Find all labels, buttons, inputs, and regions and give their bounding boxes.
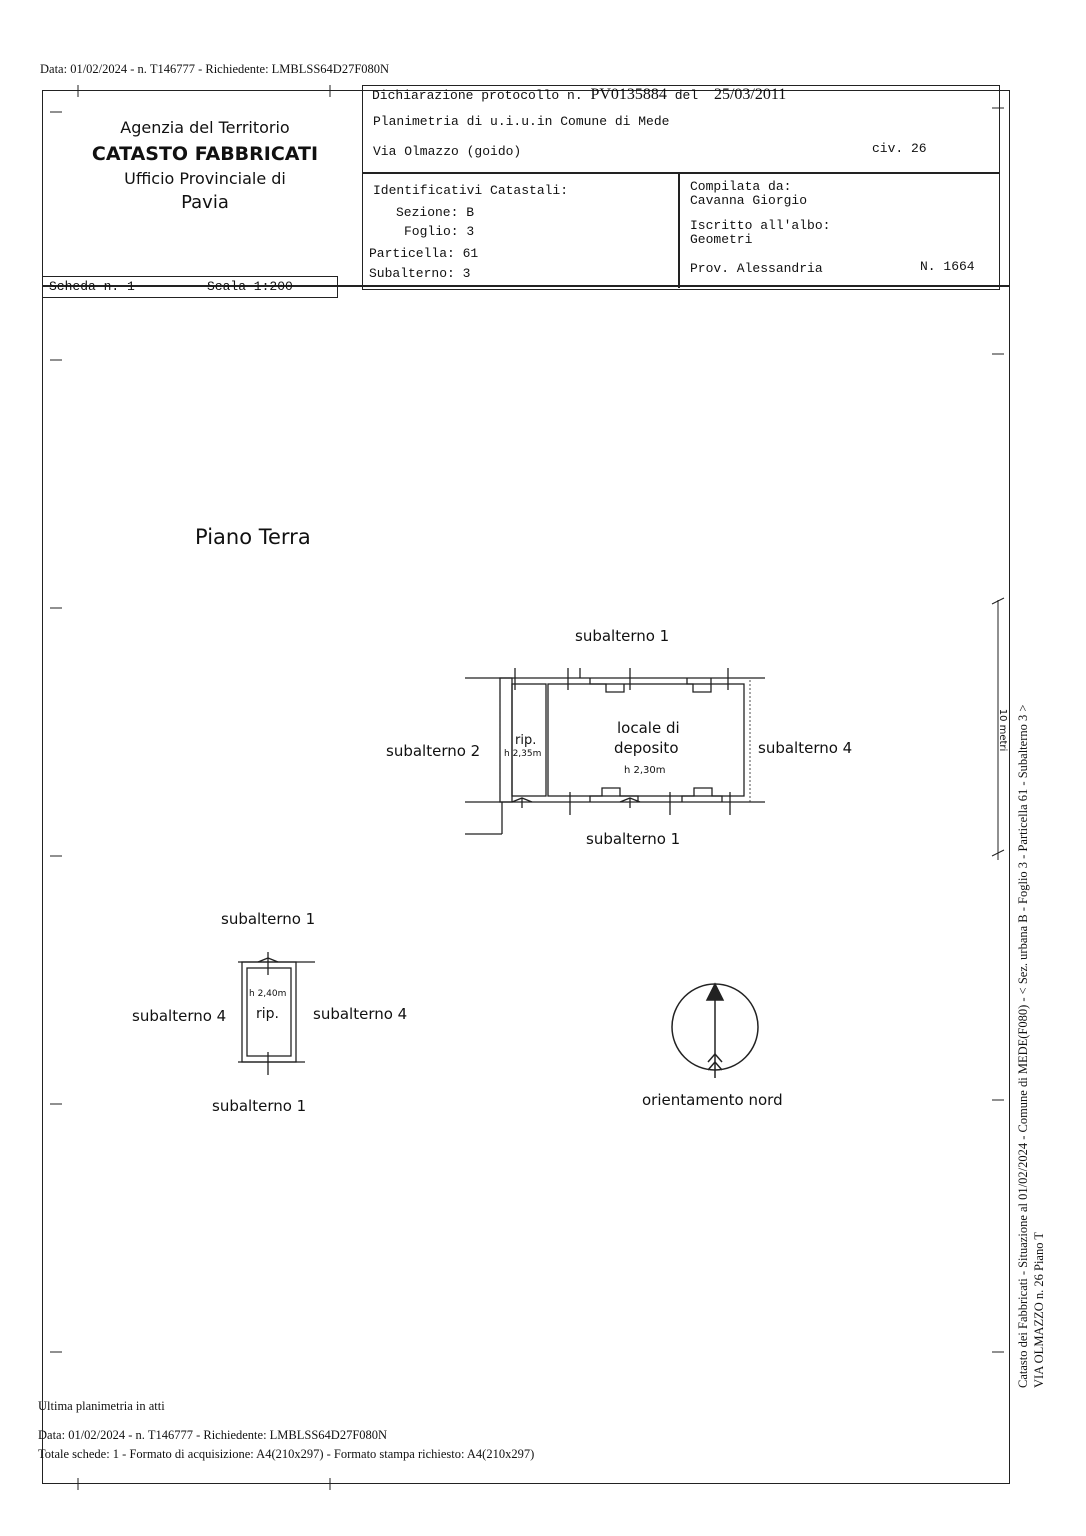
sheet-frame [42, 90, 1010, 1484]
header-divider [362, 172, 1000, 174]
office-label: Ufficio Provinciale di [124, 169, 286, 188]
albo-block: Iscritto all'albo: Geometri [690, 219, 830, 247]
compiler-name: Cavanna Giorgio [690, 193, 808, 208]
main-left-label: subalterno 2 [386, 742, 480, 760]
province: Pavia [181, 192, 229, 213]
subalterno: Subalterno: 3 [369, 266, 471, 281]
main-bottom-label: subalterno 1 [586, 830, 680, 848]
foglio: Foglio: 3 [404, 224, 475, 239]
declaration-date: 25/03/2011 [713, 86, 787, 103]
room-name-line1: locale di [617, 719, 680, 737]
frame-top-line [42, 285, 1010, 287]
small-right-label: subalterno 4 [313, 1005, 407, 1023]
room-name-line2: deposito [614, 739, 679, 757]
room-height: h 2,30m [624, 765, 666, 776]
registration-number: N. 1664 [920, 259, 975, 274]
small-rip-label: rip. [256, 1006, 279, 1022]
albo-label: Iscritto all'albo: [690, 218, 831, 233]
floor-title: Piano Terra [195, 525, 311, 549]
main-right-label: subalterno 4 [758, 739, 852, 757]
catasto-title: CATASTO FABBRICATI [91, 143, 319, 165]
small-left-label: subalterno 4 [132, 1007, 226, 1025]
main-unit-plan [465, 668, 765, 835]
footer-ultima: Ultima planimetria in atti [38, 1399, 165, 1413]
identifiers-title: Identificativi Catastali: [373, 183, 569, 198]
albo-value: Geometri [690, 232, 753, 247]
frame-ticks [50, 85, 1005, 1490]
protocol-number: PV0135884 [590, 86, 667, 103]
particella: Particella: 61 [369, 246, 479, 261]
top-stamp: Data: 01/02/2024 - n. T146777 - Richiede… [40, 62, 390, 76]
office-block: Agenzia del Territorio CATASTO FABBRICAT… [60, 118, 350, 213]
declaration-box [362, 85, 1000, 290]
scale-bar-label: 10 metri [997, 709, 1008, 752]
main-top-label: subalterno 1 [575, 627, 669, 645]
side-text-line1: Catasto dei Fabbricati - Situazione al 0… [1016, 704, 1030, 1388]
side-text-line2: VIA OLMAZZO n. 26 Piano T [1032, 1231, 1046, 1388]
address: Via Olmazzo (goido) [373, 144, 522, 159]
declaration-line: Dichiarazione protocollo n. PV0135884 de… [372, 86, 786, 104]
footer-data: Data: 01/02/2024 - n. T146777 - Richiede… [38, 1428, 388, 1442]
main-rip-height: h 2,35m [504, 749, 541, 759]
sezione: Sezione: B [396, 205, 475, 220]
small-top-label: subalterno 1 [221, 910, 315, 928]
planimetria-line: Planimetria di u.i.u.in Comune di Mede [373, 114, 670, 129]
header-vdivider [678, 172, 680, 288]
agency-name: Agenzia del Territorio [120, 118, 290, 137]
small-bottom-label: subalterno 1 [212, 1097, 306, 1115]
north-arrow-icon [671, 982, 759, 1078]
north-label: orientamento nord [642, 1091, 783, 1109]
small-rip-height: h 2,40m [249, 989, 286, 999]
small-unit-plan [238, 952, 315, 1075]
main-rip-label: rip. [515, 733, 536, 748]
scale-label: Scala 1:200 [207, 279, 293, 294]
scheda-box [42, 276, 338, 298]
declaration-label: Dichiarazione protocollo n. [372, 88, 583, 103]
compiler-block: Compilata da: Cavanna Giorgio [690, 180, 807, 208]
scheda-label: Scheda n. 1 [49, 279, 135, 294]
footer-totale: Totale schede: 1 - Formato di acquisizio… [38, 1447, 535, 1461]
civic-number: civ. 26 [872, 141, 927, 156]
del-label: del [674, 88, 699, 103]
compiler-province: Prov. Alessandria [690, 261, 823, 276]
compiler-label: Compilata da: [690, 179, 792, 194]
